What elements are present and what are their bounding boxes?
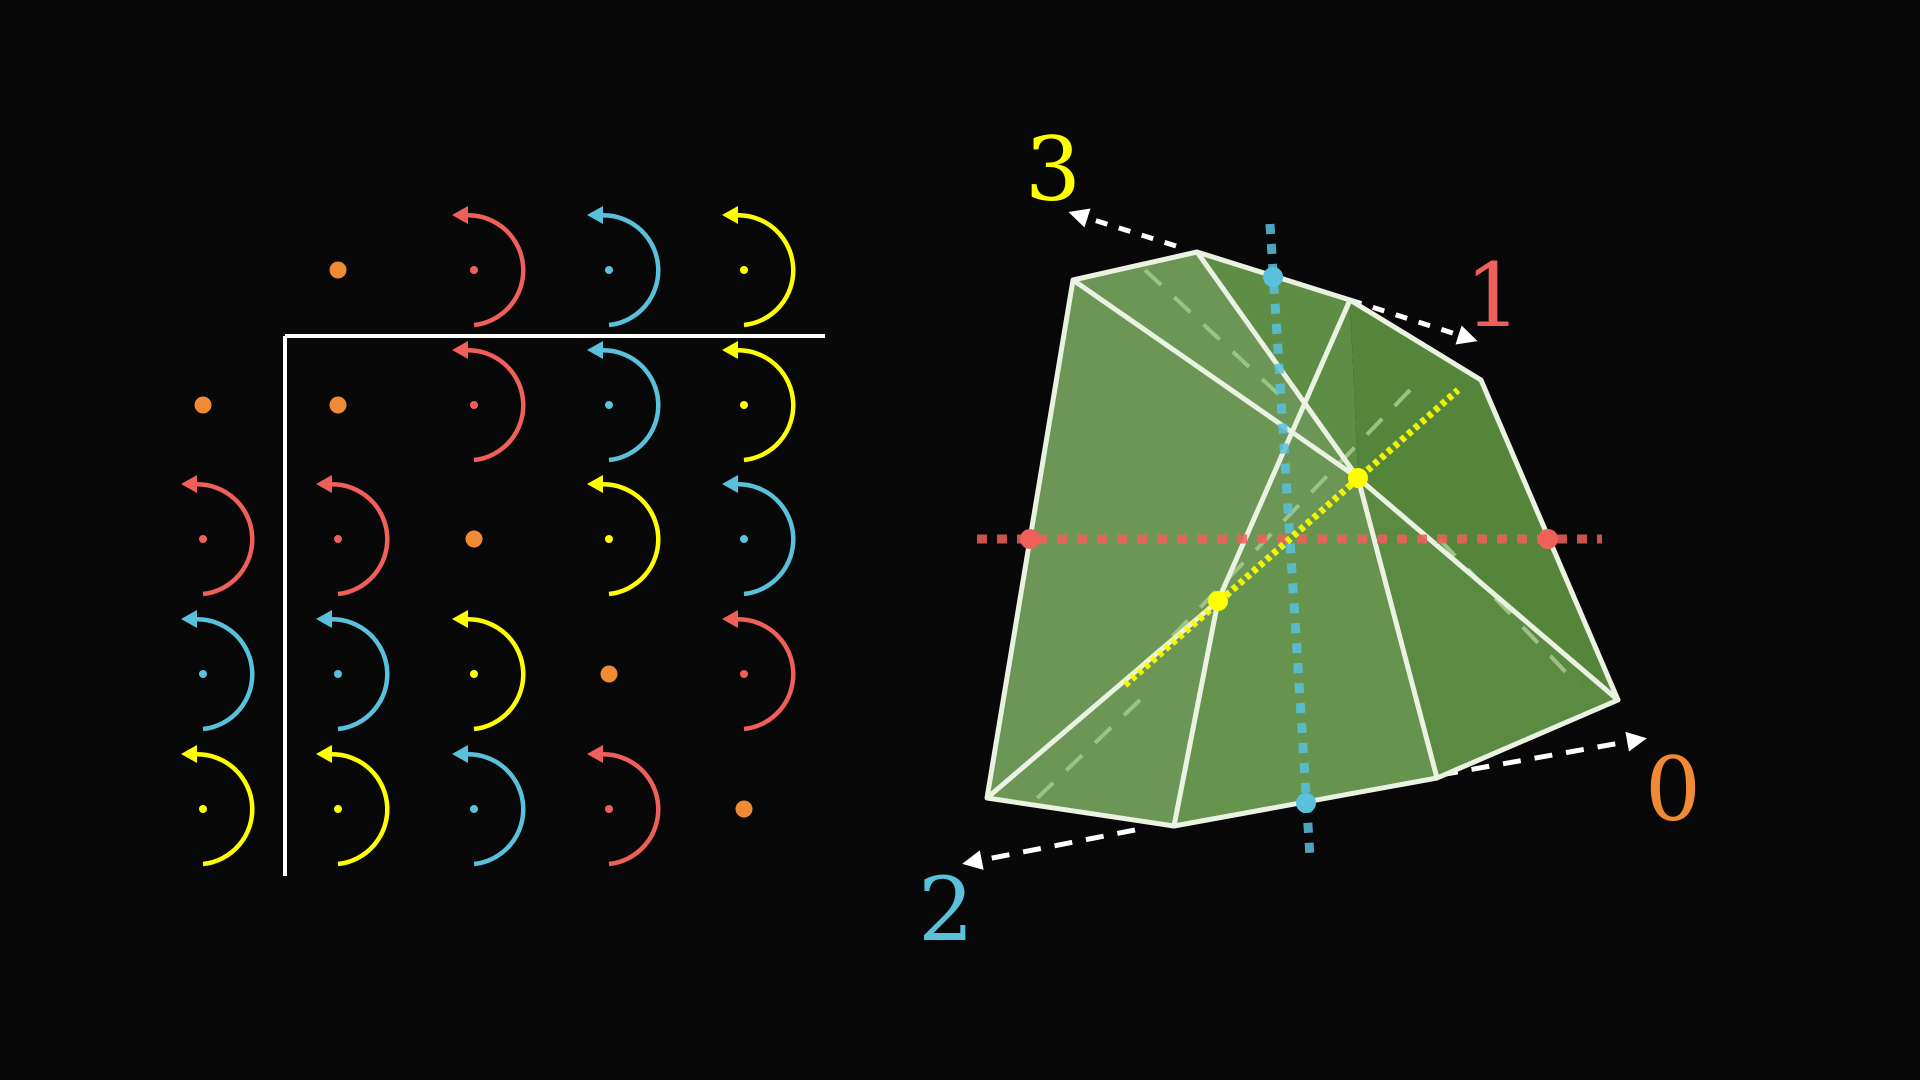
axis-1-point-left xyxy=(1020,529,1040,549)
header-row-3-rotation-arrow-icon xyxy=(181,745,255,867)
header-row-2-rotation-arrow-icon xyxy=(181,610,255,732)
edge xyxy=(1355,477,1440,779)
cell-0-1-rotation-arrow-icon xyxy=(452,341,526,463)
cayley-table xyxy=(181,206,825,876)
header-row-1-rotation-arrow-icon xyxy=(181,475,255,597)
cell-2-0-rotation-arrow-icon xyxy=(316,610,390,732)
hidden-edge xyxy=(1138,388,1412,672)
face-lower-right xyxy=(1358,478,1618,778)
cell-0-0-identity-dot xyxy=(329,396,347,414)
axis-3-point-upper xyxy=(1348,468,1368,488)
cell-1-0-rotation-arrow-icon xyxy=(316,475,390,597)
axis-3-dotted xyxy=(1122,387,1461,688)
hidden-edge xyxy=(1028,698,1142,807)
axis-label-2: 2 xyxy=(918,858,974,961)
edge xyxy=(1071,277,1360,481)
cell-2-3-rotation-arrow-icon xyxy=(722,610,796,732)
face-bottom-left xyxy=(987,601,1218,826)
axis-2-point-bottom xyxy=(1296,793,1316,813)
hidden-edge xyxy=(1438,538,1580,687)
header-col-0-identity-dot xyxy=(329,261,347,279)
axis-3-arrow xyxy=(1068,208,1177,249)
header-row-0-identity-dot xyxy=(194,396,212,414)
axis-0-arrow xyxy=(1439,731,1647,778)
axis-2-arrow xyxy=(962,827,1136,870)
axis-2-dotted xyxy=(1265,223,1315,858)
axis-3-point-lower xyxy=(1208,591,1228,611)
header-col-2-rotation-arrow-icon xyxy=(587,206,661,328)
axis-label-3: 3 xyxy=(1025,118,1081,221)
axis-label-0: 0 xyxy=(1645,738,1701,841)
cell-3-2-rotation-arrow-icon xyxy=(587,745,661,867)
edge xyxy=(1171,600,1221,827)
face-left xyxy=(987,252,1358,798)
cell-1-1-identity-dot xyxy=(465,530,483,548)
cell-3-0-rotation-arrow-icon xyxy=(316,745,390,867)
cell-2-1-rotation-arrow-icon xyxy=(452,610,526,732)
rotating-solid: 0 1 2 3 xyxy=(918,118,1701,961)
axis-label-1: 1 xyxy=(1465,244,1521,347)
edge xyxy=(1356,476,1620,702)
hidden-edge xyxy=(1143,268,1292,407)
cell-1-3-rotation-arrow-icon xyxy=(722,475,796,597)
cell-3-1-rotation-arrow-icon xyxy=(452,745,526,867)
axis-1-point-right xyxy=(1538,529,1558,549)
axis-2-point-top xyxy=(1263,267,1283,287)
cell-0-2-rotation-arrow-icon xyxy=(587,341,661,463)
cell-3-3-identity-dot xyxy=(735,800,753,818)
cell-1-2-rotation-arrow-icon xyxy=(587,475,661,597)
cell-2-2-identity-dot xyxy=(600,665,618,683)
cell-0-3-rotation-arrow-icon xyxy=(722,341,796,463)
axis-1-arrow xyxy=(1349,297,1478,345)
face-upper-right xyxy=(1350,300,1618,700)
face-bottom-right xyxy=(1174,478,1437,826)
header-col-1-rotation-arrow-icon xyxy=(452,206,526,328)
header-col-3-rotation-arrow-icon xyxy=(722,206,796,328)
